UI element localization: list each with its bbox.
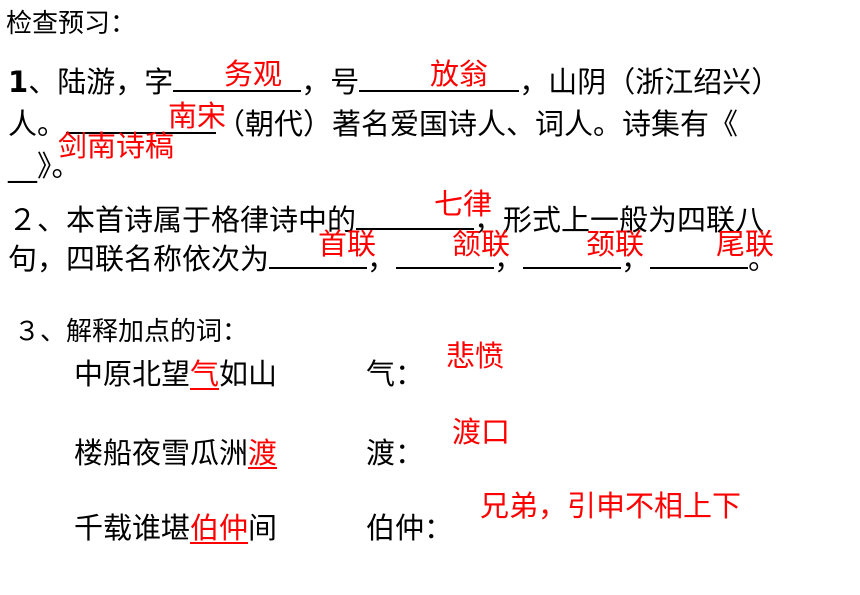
answer-couplet-2: 颔联 [452,227,511,261]
q2-line2: 句，四联名称依次为 ， ， ， 。 [8,239,777,279]
q2-sep-2: ， [494,242,524,276]
q2-blank-c4 [650,239,749,269]
q3-item-1-pre: 中原北望 [74,357,191,391]
q1-line1: 1、陆游，字 ，号 ，山阴（浙江绍兴） [8,62,780,102]
q1-line2-text-a: 人。 [8,107,67,141]
q3-item-1-label: 气： [366,357,425,391]
q3-item-2-answer: 渡口 [452,415,511,449]
q3-heading: ３、解释加点的词： [14,317,249,347]
q1-blank-zi [173,62,302,92]
answer-poem-type: 七律 [434,187,493,221]
q2-line1-text-b: ，形式上一般为四联八 [474,203,765,237]
q3-item-2-pre: 楼船夜雪瓜洲 [74,436,249,470]
slide-title: 检查预习： [6,9,137,39]
q2-blank-c3 [523,239,622,269]
q3-item-2-label: 渡： [366,436,425,470]
q1-line1-text-b: ，号 [301,65,360,99]
q2-blank-type [356,200,475,230]
answer-couplet-3: 颈联 [586,227,645,261]
q3-item-3-answer: 兄弟，引申不相上下 [480,489,742,523]
answer-couplet-1: 首联 [318,227,377,261]
q1-line2-text-b: （朝代）著名爱国诗人、词人。诗集有《 [216,107,739,141]
q3-item-1-phrase: 中原北望气如山 [74,354,277,394]
q3-item-3-pre: 千载谁堪 [74,511,191,545]
q1-line2: 人。 （朝代）著名爱国诗人、词人。诗集有《 [8,104,738,144]
q3-item-1-post: 如山 [219,357,278,391]
answer-collection: 剑南诗稿 [58,129,175,163]
answer-dynasty: 南宋 [168,99,227,133]
answer-hao: 放翁 [430,57,489,91]
q1-number: 1 [8,65,29,99]
q1-blank-dynasty [66,104,217,134]
q2-sep-3: ， [621,242,651,276]
q2-blank-c1 [269,239,368,269]
q3-item-3-post: 间 [248,511,278,545]
q1-line1-text-a: 、陆游，字 [28,65,174,99]
q2-line1-text-a: ２、本首诗属于格律诗中的 [8,203,357,237]
q1-line3: __》。 [8,149,81,183]
q1-blank-hao [359,62,520,92]
q3-item-1-answer: 悲愤 [446,339,505,373]
q3-item-3-key: 伯仲 [190,511,249,545]
q3-item-3-label: 伯仲： [366,511,454,545]
answer-zi: 务观 [224,57,283,91]
answer-couplet-4: 尾联 [716,227,775,261]
q2-line1: ２、本首诗属于格律诗中的 ，形式上一般为四联八 [8,200,764,240]
q2-blank-c2 [396,239,495,269]
q3-item-2-key: 渡 [248,436,278,470]
q2-line2-text-a: 句，四联名称依次为 [8,242,270,276]
q3-item-2-phrase: 楼船夜雪瓜洲渡 [74,433,277,473]
q2-end: 。 [748,242,778,276]
q2-sep-1: ， [367,242,397,276]
q1-line1-text-c: ，山阴（浙江绍兴） [519,65,781,99]
q3-item-1-key: 气 [190,357,220,391]
q3-item-3-phrase: 千载谁堪伯仲间 [74,508,277,548]
